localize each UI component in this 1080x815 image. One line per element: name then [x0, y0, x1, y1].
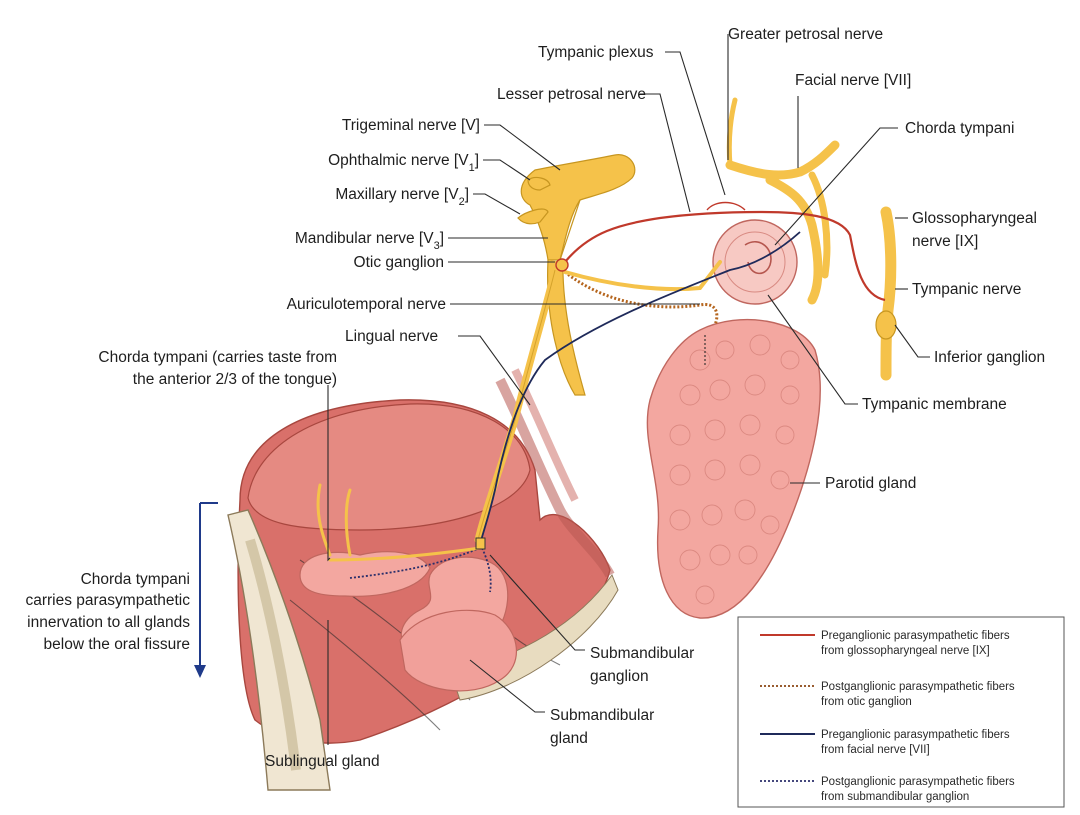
- label-chorda-taste-line1: Chorda tympani (carries taste from: [98, 349, 337, 366]
- label-chorda-para-line1: Chorda tympani: [81, 571, 190, 588]
- label-auriculotemporal-nerve: Auriculotemporal nerve: [287, 296, 446, 313]
- label-tympanic-nerve: Tympanic nerve: [912, 281, 1021, 298]
- postganglionic-otic-path: [564, 270, 719, 326]
- label-trigeminal-nerve: Trigeminal nerve [V]: [342, 117, 480, 134]
- label-submandibular-gland-line2: gland: [550, 730, 588, 747]
- label-submandibular-gland-line1: Submandibular: [550, 707, 654, 724]
- label-mandibular-nerve: Mandibular nerve [V3]: [295, 230, 444, 252]
- label-submandibular-ganglion-line2: ganglion: [590, 668, 649, 685]
- label-chorda-para-line4: below the oral fissure: [44, 636, 190, 653]
- legend-item-2-line2: from otic ganglion: [821, 696, 912, 708]
- preganglionic-vii-path: [479, 231, 801, 546]
- legend-item-2: Postganglionic parasympathetic fibers fr…: [760, 681, 1015, 708]
- tongue-and-muscles: [227, 368, 619, 791]
- legend: Preganglionic parasympathetic fibers fro…: [737, 616, 1065, 808]
- label-inferior-ganglion: Inferior ganglion: [934, 349, 1045, 366]
- legend-item-1: Preganglionic parasympathetic fibers fro…: [760, 630, 1010, 657]
- label-glossopharyngeal-line2: nerve [IX]: [912, 233, 978, 250]
- label-chorda-taste-line2: the anterior 2/3 of the tongue): [133, 371, 337, 388]
- label-tympanic-plexus: Tympanic plexus: [538, 44, 654, 61]
- label-otic-ganglion: Otic ganglion: [354, 254, 444, 271]
- legend-item-3-line2: from facial nerve [VII]: [821, 744, 930, 756]
- oral-fissure-arrow: [194, 502, 218, 678]
- label-parotid-gland: Parotid gland: [825, 475, 916, 492]
- label-glossopharyngeal-line1: Glossopharyngeal: [912, 210, 1037, 227]
- label-sublingual-gland: Sublingual gland: [265, 753, 380, 770]
- legend-item-1-line2: from glossopharyngeal nerve [IX]: [821, 645, 990, 657]
- labels: Tympanic plexus Greater petrosal nerve F…: [25, 26, 1045, 770]
- legend-item-4: Postganglionic parasympathetic fibers fr…: [760, 776, 1015, 803]
- legend-item-3: Preganglionic parasympathetic fibers fro…: [760, 729, 1010, 756]
- legend-item-3-line1: Preganglionic parasympathetic fibers: [821, 729, 1010, 741]
- glossopharyngeal-nerve-shape: [875, 206, 897, 381]
- label-submandibular-ganglion-line1: Submandibular: [590, 645, 694, 662]
- legend-item-2-line1: Postganglionic parasympathetic fibers: [821, 681, 1015, 693]
- label-chorda-para-line3: innervation to all glands: [27, 614, 190, 631]
- legend-box: [737, 616, 1065, 808]
- label-chorda-tympani-top: Chorda tympani: [905, 120, 1014, 137]
- otic-ganglion-shape: [555, 258, 569, 272]
- preganglionic-ix-path: [564, 210, 886, 302]
- label-maxillary-nerve: Maxillary nerve [V2]: [335, 186, 469, 208]
- submandibular-ganglion-shape: [475, 537, 486, 550]
- label-greater-petrosal-nerve: Greater petrosal nerve: [728, 26, 883, 43]
- label-lingual-nerve: Lingual nerve: [345, 328, 438, 345]
- label-lesser-petrosal-nerve: Lesser petrosal nerve: [497, 86, 646, 103]
- legend-item-1-line1: Preganglionic parasympathetic fibers: [821, 630, 1010, 642]
- salivary-glands-lower: [299, 551, 517, 692]
- label-ophthalmic-nerve: Ophthalmic nerve [V1]: [328, 152, 479, 174]
- label-facial-nerve: Facial nerve [VII]: [795, 72, 911, 89]
- leader-lines: [327, 34, 930, 745]
- facial-nerve-shape: [725, 97, 840, 305]
- label-tympanic-membrane: Tympanic membrane: [862, 396, 1007, 413]
- legend-item-4-line1: Postganglionic parasympathetic fibers: [821, 776, 1015, 788]
- legend-item-4-line2: from submandibular ganglion: [821, 791, 969, 803]
- label-chorda-para-line2: carries parasympathetic: [25, 592, 190, 609]
- parotid-gland-shape: [646, 318, 821, 619]
